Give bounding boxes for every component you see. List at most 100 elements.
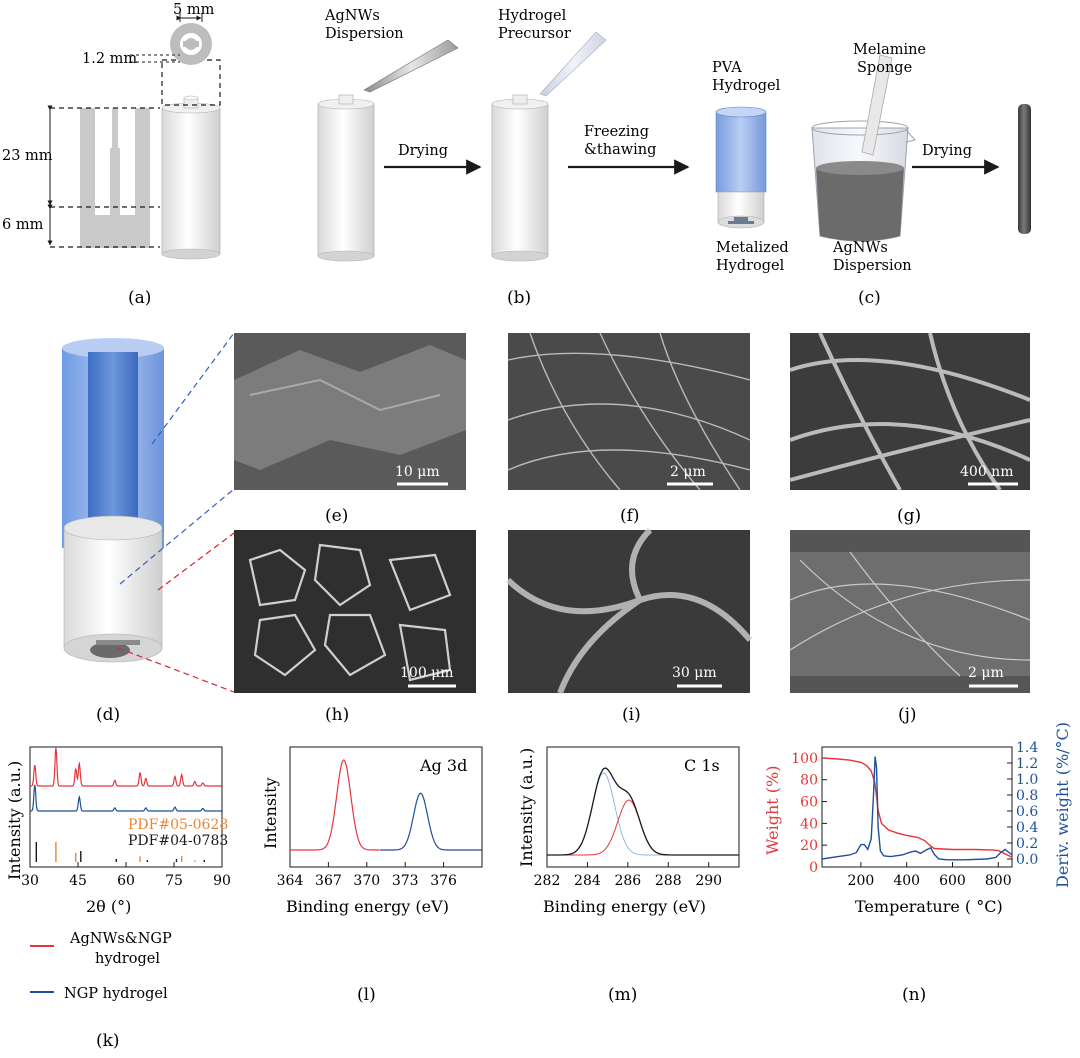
l-xtick-label-3: 373: [392, 873, 419, 889]
dispersion-label-2: Dispersion: [325, 26, 404, 42]
pipette-light: [539, 31, 607, 97]
n-y2tick-label-5: 1.0: [1016, 772, 1038, 788]
ref-label-c: PDF#04-0783: [128, 833, 228, 849]
panel-b: AgNWs Dispersion Drying Hydrogel Precurs…: [317, 8, 690, 308]
m-xtick-label-2: 286: [614, 873, 641, 889]
n-y2tick-label-0: 0.0: [1016, 852, 1038, 868]
label-m: (m): [608, 985, 637, 1005]
precursor-label-1: Hydrogel: [498, 8, 567, 24]
scale-j: 2 μm: [968, 665, 1004, 681]
n-ytick-label-1: 20: [800, 838, 818, 854]
label-f: (f): [620, 506, 640, 526]
melamine-sponge: [861, 54, 893, 156]
sem-f: 2 μm: [507, 332, 751, 491]
pipette-dark: [363, 39, 459, 93]
precursor-label-2: Precursor: [498, 26, 571, 42]
label-l: (l): [357, 985, 376, 1005]
label-j: (j): [898, 705, 917, 725]
panel-a: 23 mm 6 mm 5 mm 1.2 mm (a): [2, 2, 221, 308]
plot-frame-l: [289, 746, 483, 868]
l-xtick-label-4: 376: [430, 873, 457, 889]
xlabel-k: 2θ (°): [86, 897, 131, 916]
n-y2tick-label-2: 0.4: [1016, 820, 1038, 836]
ylabel-l: Intensity: [261, 777, 280, 849]
step-freezing-2: &thawing: [584, 142, 656, 158]
title-m: C 1s: [684, 756, 720, 775]
metal-label-2: Hydrogel: [716, 258, 785, 274]
label-e: (e): [325, 506, 348, 526]
ylabel-n: Weight (%): [763, 766, 782, 855]
sem-images: 10 μm (e) 2 μm (f) 400 nm (g) 100 μm (h): [234, 332, 1031, 725]
label-i: (i): [622, 705, 641, 725]
n-xtick-label-0: 200: [848, 873, 875, 889]
dim-base: 6 mm: [2, 217, 44, 233]
legend-blue-1: NGP hydrogel: [64, 986, 168, 1002]
n-ytick-label-2: 40: [800, 816, 818, 832]
legend-red-2: hydrogel: [95, 951, 160, 967]
label-k: (k): [96, 1031, 120, 1051]
label-n: (n): [902, 985, 926, 1005]
k-xtick-label-3: 75: [165, 873, 183, 889]
step-drying-c: Drying: [922, 143, 972, 159]
n-series-1: [821, 756, 1013, 861]
step-drying: Drying: [398, 143, 448, 159]
sponge-label-1: Melamine: [853, 42, 926, 58]
plot-frame-k: [29, 746, 223, 868]
n-ytick-label-4: 80: [800, 773, 818, 789]
label-a: (a): [128, 288, 151, 308]
dim-height: 23 mm: [2, 148, 53, 164]
scale-h: 100 μm: [400, 665, 454, 681]
n-ytick-label-5: 100: [791, 751, 818, 767]
m-xtick-label-1: 284: [574, 873, 601, 889]
k-series-0: [30, 747, 222, 787]
l-xtick-label-2: 370: [353, 873, 380, 889]
sem-g: 400 nm: [789, 332, 1031, 492]
disp-label-1: AgNWs: [832, 240, 888, 256]
label-h: (h): [325, 705, 349, 725]
dried-rod: [1018, 104, 1031, 234]
xlabel-l: Binding energy (eV): [286, 897, 449, 916]
panel-d: (d): [62, 332, 235, 725]
metal-label-1: Metalized: [716, 240, 789, 256]
m-xtick-label-4: 290: [695, 873, 722, 889]
m-series-0: [547, 772, 739, 856]
sem-h: 100 μm: [234, 530, 476, 693]
n-ytick-label-0: 0: [809, 860, 818, 876]
l-series-1: [379, 792, 482, 851]
m-series-envelope: [547, 767, 739, 856]
label-d: (d): [96, 705, 120, 725]
n-y2tick-label-6: 1.2: [1016, 756, 1038, 772]
sem-e: 10 μm: [234, 333, 466, 490]
sponge-label-2: Sponge: [857, 60, 912, 76]
plot-frame-m: [546, 746, 740, 868]
pva-label-1: PVA: [712, 60, 742, 76]
legend-red-1: AgNWs&NGP: [69, 931, 172, 947]
l-xtick-label-1: 367: [315, 873, 342, 889]
k-xtick-label-4: 90: [213, 873, 231, 889]
label-c: (c): [858, 288, 881, 308]
label-g: (g): [897, 506, 921, 526]
k-series-1: [30, 784, 222, 812]
ylabel-k: Intensity (a.u.): [5, 761, 24, 880]
step-freezing-1: Freezing: [584, 124, 649, 140]
label-b: (b): [507, 288, 531, 308]
n-ytick-label-3: 60: [800, 795, 818, 811]
n-xtick-label-2: 600: [939, 873, 966, 889]
ylabel-m: Intensity (a.u.): [517, 748, 536, 867]
l-xtick-label-0: 364: [277, 873, 304, 889]
mold-cross-section: [80, 108, 150, 248]
xlabel-m: Binding energy (eV): [543, 897, 706, 916]
n-y2tick-label-1: 0.2: [1016, 836, 1038, 852]
n-xtick-label-1: 400: [893, 873, 920, 889]
plot-frame-n: [821, 746, 1013, 868]
dispersion-label-1: AgNWs: [324, 8, 380, 24]
scale-f: 2 μm: [670, 464, 706, 480]
disp-label-2: Dispersion: [833, 258, 912, 274]
n-y2tick-label-4: 0.8: [1016, 788, 1038, 804]
m-series-1: [547, 799, 739, 856]
